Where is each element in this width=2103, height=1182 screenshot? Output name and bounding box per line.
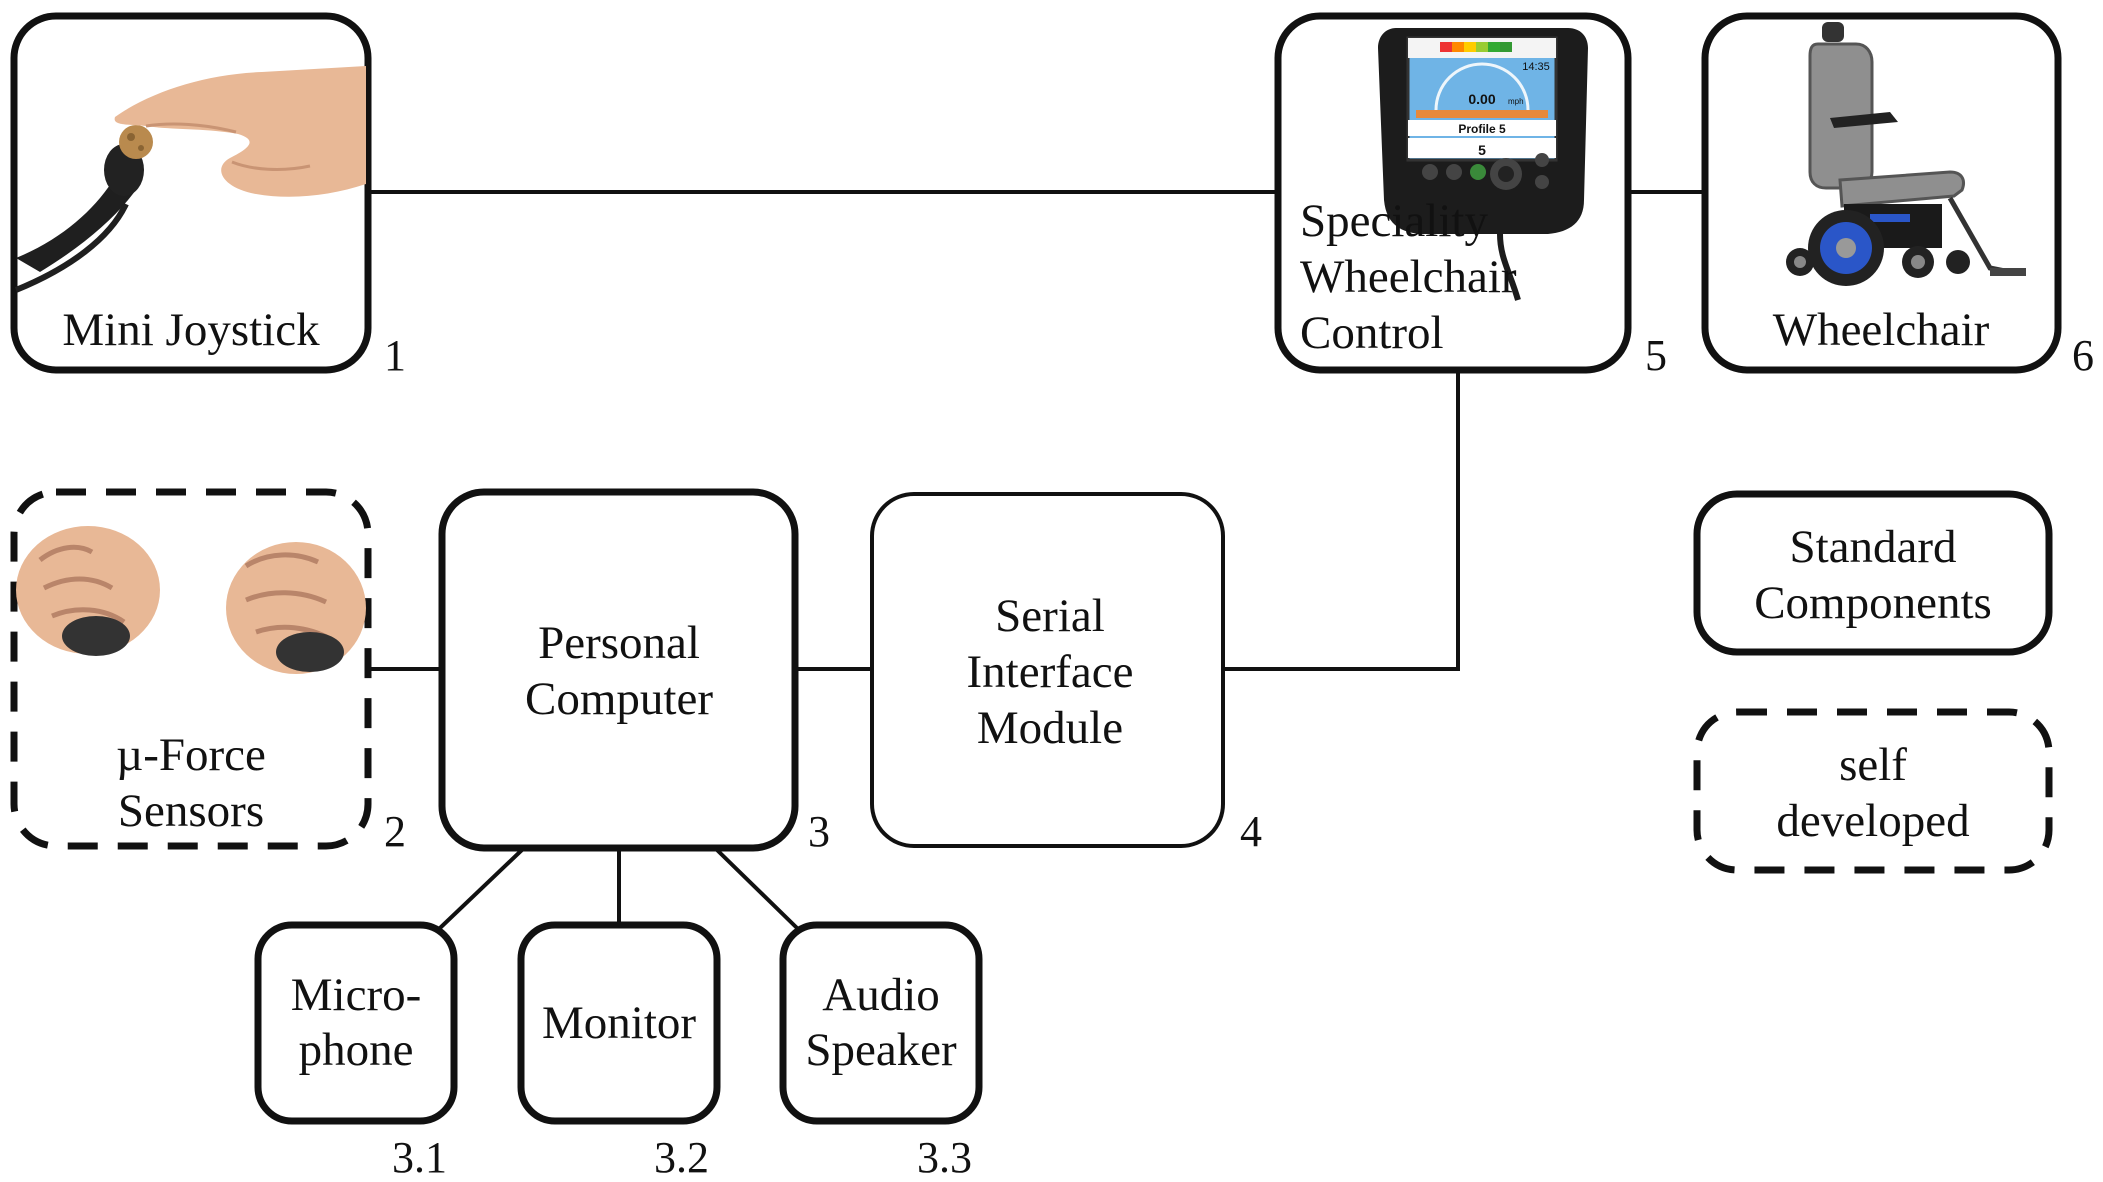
legend-standard-components: Standard Components — [1693, 490, 2053, 656]
mini-joystick-number: 1 — [384, 331, 406, 380]
control-display-time: 14:35 — [1522, 61, 1550, 73]
node-wheelchair: Wheelchair 6 — [1701, 12, 2094, 380]
control-display-profile: Profile 5 — [1458, 122, 1506, 136]
wheelchair-control-number: 5 — [1645, 331, 1667, 380]
wheelchair-control-label-2: Wheelchair — [1300, 251, 1517, 303]
force-sensors-left-hand — [16, 526, 160, 656]
connector-pc-speaker — [713, 846, 799, 930]
legend-self-developed-box — [1693, 708, 2053, 874]
node-audio-speaker: Audio Speaker 3.3 — [779, 921, 983, 1182]
force-sensors-label-2: Sensors — [118, 785, 264, 837]
legend-standard-label-2: Components — [1754, 577, 1992, 629]
microphone-label-2: phone — [299, 1024, 414, 1076]
node-monitor: Monitor 3.2 — [517, 921, 721, 1182]
control-display-gear: 5 — [1478, 142, 1486, 158]
wheelchair-control-label-1: Speciality — [1300, 195, 1488, 247]
microphone-label-1: Micro- — [291, 969, 422, 1021]
audio-speaker-number: 3.3 — [917, 1133, 972, 1182]
wheelchair-number: 6 — [2072, 331, 2094, 380]
node-mini-joystick: Mini Joystick 1 — [10, 12, 406, 380]
serial-interface-label-1: Serial — [995, 590, 1105, 642]
control-display-speed: 0.00 — [1468, 91, 1495, 107]
node-wheelchair-control: 14:35 0.00 mph Profile 5 5 Speciality Wh… — [1274, 12, 1667, 380]
monitor-label: Monitor — [542, 997, 696, 1049]
wheelchair-control-label-3: Control — [1300, 307, 1444, 359]
monitor-box — [517, 921, 721, 1125]
microphone-number: 3.1 — [392, 1133, 447, 1182]
node-microphone: Micro- phone 3.1 — [254, 921, 458, 1182]
legend-self-developed-label-2: developed — [1776, 795, 1969, 847]
personal-computer-label-1: Personal — [538, 617, 700, 669]
force-sensors-number: 2 — [384, 807, 406, 856]
force-sensors-label-1: µ-Force — [116, 729, 266, 781]
personal-computer-number: 3 — [808, 807, 830, 856]
monitor-number: 3.2 — [654, 1133, 709, 1182]
legend-standard-label-1: Standard — [1789, 521, 1956, 573]
personal-computer-label-2: Computer — [525, 673, 713, 725]
force-sensors-right-hand — [226, 542, 366, 674]
audio-speaker-box — [779, 921, 983, 1125]
audio-speaker-label-1: Audio — [822, 969, 940, 1021]
audio-speaker-label-2: Speaker — [805, 1024, 957, 1076]
legend: Standard Components self developed — [1693, 490, 2053, 874]
connector-pc-microphone — [438, 846, 526, 930]
serial-interface-number: 4 — [1240, 807, 1262, 856]
wheelchair-label: Wheelchair — [1773, 304, 1990, 356]
control-display-speed-unit: mph — [1508, 97, 1524, 106]
joystick-hand-illustration — [14, 66, 366, 293]
microphone-box — [254, 921, 458, 1125]
wheelchair-illustration — [1786, 22, 2026, 286]
node-force-sensors: µ-Force Sensors 2 — [10, 488, 406, 856]
legend-self-developed: self developed — [1693, 708, 2053, 874]
node-personal-computer: Personal Computer 3 — [438, 488, 830, 856]
legend-standard-box — [1693, 490, 2053, 656]
connectors — [368, 190, 1705, 930]
node-serial-interface: Serial Interface Module 4 — [870, 492, 1262, 856]
legend-self-developed-label-1: self — [1839, 739, 1907, 791]
serial-interface-box — [870, 492, 1225, 848]
personal-computer-box — [438, 488, 799, 852]
mini-joystick-label: Mini Joystick — [62, 304, 320, 356]
wheelchair-control-device: 14:35 0.00 mph Profile 5 5 — [1378, 28, 1588, 301]
serial-interface-label-3: Module — [977, 702, 1123, 754]
connector-serial-control — [1223, 370, 1460, 671]
serial-interface-label-2: Interface — [967, 646, 1134, 698]
